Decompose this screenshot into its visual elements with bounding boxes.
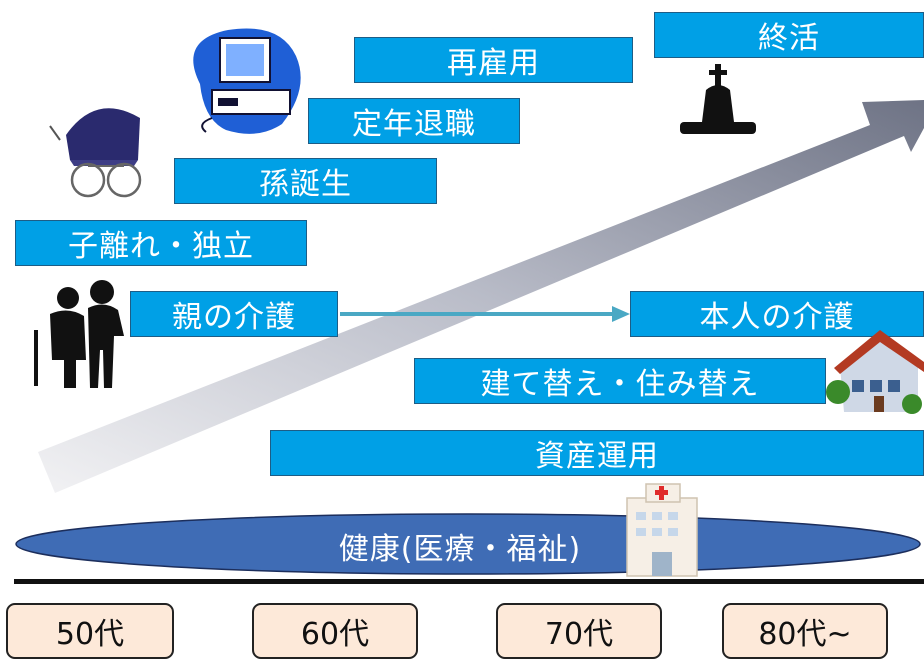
- care-transition-arrow: [340, 306, 630, 322]
- event-child-independence: 子離れ・独立: [15, 220, 307, 266]
- baby-carriage-icon: [49, 108, 142, 198]
- life-progress-arrow: [38, 100, 924, 493]
- elderly-couple-icon: [34, 280, 124, 388]
- event-asset-management: 資産運用: [270, 430, 924, 476]
- age-70s: 70代: [496, 603, 662, 659]
- house-icon: [826, 330, 924, 414]
- event-retirement: 定年退職: [308, 98, 520, 144]
- health-label: 健康(医療・福祉): [338, 532, 582, 567]
- event-own-care: 本人の介護: [630, 291, 924, 337]
- event-rebuild-relocation: 建て替え・住み替え: [414, 358, 826, 404]
- gravestone-icon: [680, 64, 756, 134]
- hospital-icon: [626, 483, 698, 577]
- event-grandchild-birth: 孫誕生: [174, 158, 437, 204]
- computer-icon: [193, 28, 301, 134]
- event-parent-care: 親の介護: [130, 291, 338, 337]
- event-end-of-life: 終活: [654, 12, 924, 58]
- age-60s: 60代: [252, 603, 418, 659]
- age-50s: 50代: [6, 603, 174, 659]
- event-rehire: 再雇用: [354, 37, 633, 83]
- timeline-baseline: [14, 579, 924, 584]
- age-80s-plus: 80代~: [722, 603, 888, 659]
